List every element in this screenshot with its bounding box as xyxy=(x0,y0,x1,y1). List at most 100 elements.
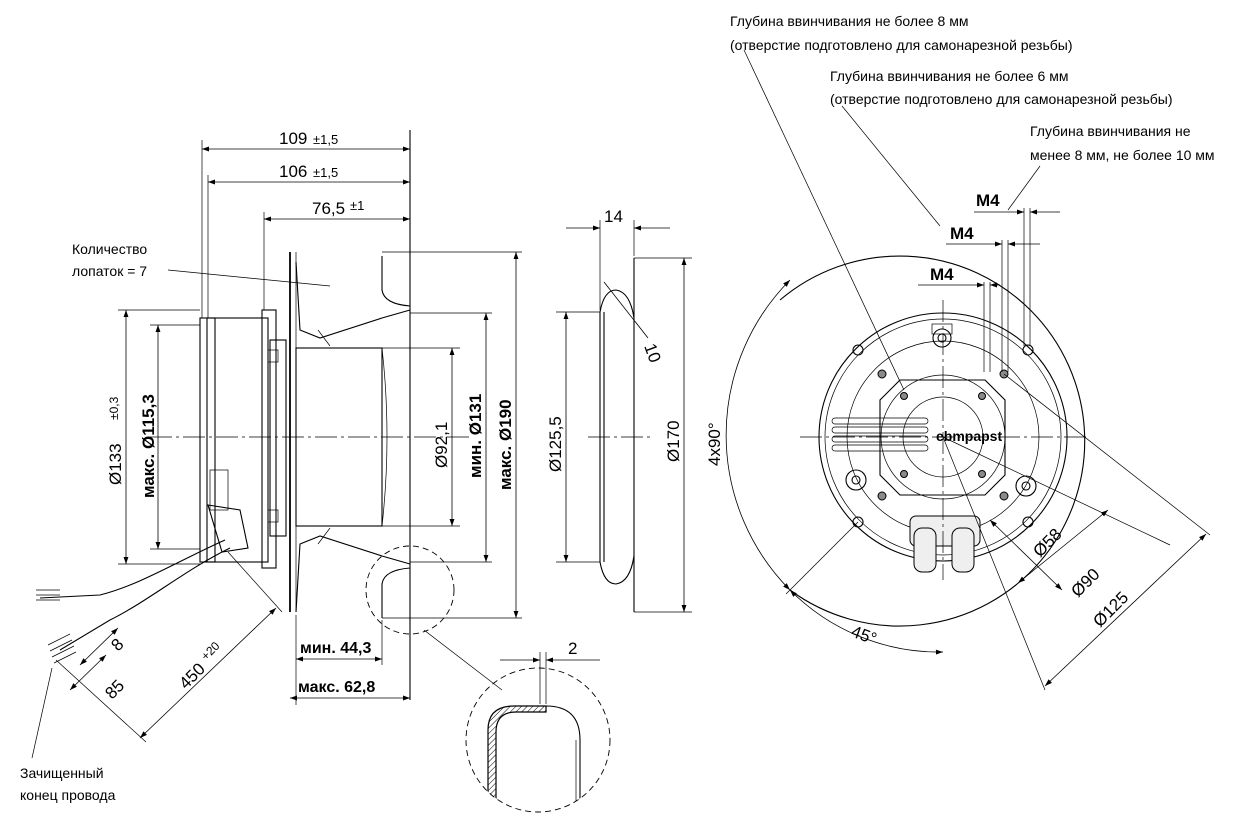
screw-right-inner xyxy=(1021,481,1031,491)
detail-shroud xyxy=(545,705,581,812)
hub-curve xyxy=(381,347,388,527)
wire-5 xyxy=(49,639,73,652)
wire-note-line2: конец провода xyxy=(20,787,116,803)
detail-view: 2 xyxy=(465,639,611,813)
m4-label-b: M4 xyxy=(950,224,974,243)
tol-76: ±1 xyxy=(350,198,364,213)
dim-arc-4x90 xyxy=(725,279,791,591)
screw-left xyxy=(845,469,867,491)
wire-4 xyxy=(47,633,71,646)
motor-housing-ring xyxy=(206,317,216,563)
gland-right xyxy=(951,527,975,573)
dim-85: 85 xyxy=(101,676,128,703)
dim-14: 14 xyxy=(604,207,623,226)
leader-thread-8 xyxy=(743,49,905,391)
dim-8: 8 xyxy=(107,635,127,655)
dim-115: макс. Ø115,3 xyxy=(139,394,158,498)
dim-450: 450 xyxy=(175,659,208,692)
dim-90: Ø90 xyxy=(1067,565,1103,601)
hole-inner-bl xyxy=(900,470,908,478)
angle-45: 45° xyxy=(849,622,880,649)
tol-450: +20 xyxy=(198,639,223,664)
detail-leader xyxy=(423,629,503,691)
dim-62: макс. 62,8 xyxy=(298,679,375,696)
cooling-fins xyxy=(831,417,929,452)
tol-109: ±1,5 xyxy=(313,132,338,147)
hole-inner-tr xyxy=(978,392,986,400)
dim-44: мин. 44,3 xyxy=(300,640,371,657)
dim-109: 109 xyxy=(279,129,307,148)
hub-screw-top xyxy=(267,349,279,363)
hole-inner-tl xyxy=(900,392,908,400)
hole-mid-br xyxy=(999,491,1009,501)
wire-leader xyxy=(31,667,53,759)
blades-note-line2: лопаток = 7 xyxy=(72,263,147,279)
dim-133: Ø133 xyxy=(106,443,125,485)
dim-10: 10 xyxy=(640,341,664,365)
blade-bottom-link xyxy=(317,527,331,545)
detail-view-circle xyxy=(465,667,611,813)
note-thread-10-line2: менее 8 мм, не более 10 мм xyxy=(1030,147,1215,163)
hub-screw-bottom xyxy=(267,509,279,523)
hole-outer-tr xyxy=(1022,344,1034,356)
dim-131: мин. Ø131 xyxy=(466,394,485,478)
note-thread-6-line1: Глубина ввинчивания не более 6 мм xyxy=(830,68,1068,84)
blade-top-tip xyxy=(381,256,411,307)
diag-58 xyxy=(942,436,1171,546)
blade-bottom-tip xyxy=(381,567,411,618)
m4-label-c: M4 xyxy=(930,265,954,284)
blades-note-line1: Количество xyxy=(72,241,147,257)
blade-top-link xyxy=(317,329,331,347)
hole-outer-tl xyxy=(852,344,864,356)
dim-line-450 xyxy=(139,607,277,739)
dim-2: 2 xyxy=(568,639,577,658)
blades-leader xyxy=(167,269,331,287)
blade-top xyxy=(295,261,411,339)
screw-right xyxy=(1015,475,1037,497)
dim-190: макс. Ø190 xyxy=(496,399,515,490)
leader-45 xyxy=(785,521,859,595)
screw-top-boss xyxy=(931,323,953,335)
dim-line-125 xyxy=(1044,533,1207,687)
cable-lower xyxy=(59,547,231,651)
diag-ext xyxy=(1003,373,1211,536)
note-thread-6-line2: (отверстие подготовлено для самонарезной… xyxy=(830,91,1173,107)
side-view: 109 ±1,5 106 ±1,5 76,5 ±1 Ø133 ±0,3 макс… xyxy=(20,129,522,803)
rear-view: ebmpapst Ø58 Ø90 Ø125 4x90° 45° M4 xyxy=(705,49,1211,691)
motor-flange xyxy=(261,309,277,569)
gland-left xyxy=(913,527,937,573)
note-thread-8-line2: (отверстие подготовлено для самонарезной… xyxy=(730,37,1073,53)
dim-line-85 xyxy=(69,654,107,691)
dim-106: 106 xyxy=(279,162,307,181)
inlet-curve-top xyxy=(599,289,635,319)
dim-92: Ø92,1 xyxy=(432,422,451,468)
ext-450-top xyxy=(227,551,283,613)
detail-circle xyxy=(365,545,455,635)
blade-bottom xyxy=(295,535,411,613)
leader-thread-10 xyxy=(1007,165,1041,211)
hole-mid-bl xyxy=(877,491,887,501)
note-thread-10-line1: Глубина ввинчивания не xyxy=(1030,123,1191,139)
impeller-hub xyxy=(295,347,383,527)
motor-housing xyxy=(199,317,269,563)
inlet-curve-bottom xyxy=(599,555,635,585)
cable-gland xyxy=(209,469,229,511)
angle-4x90: 4x90° xyxy=(705,422,724,466)
m4-label-a: M4 xyxy=(976,191,1000,210)
leader-thread-6 xyxy=(841,105,941,227)
dim-58: Ø58 xyxy=(1029,525,1065,561)
notes: Глубина ввинчивания не более 8 мм (отвер… xyxy=(730,13,1215,163)
ext-450-bottom xyxy=(55,659,147,743)
tol-133: ±0,3 xyxy=(107,396,121,420)
rotor-hub xyxy=(269,339,287,537)
hole-outer-bl xyxy=(852,516,864,528)
inner-frame xyxy=(879,379,1006,496)
wire-6 xyxy=(51,645,75,658)
cable-exit-block xyxy=(207,504,249,553)
note-thread-8-line1: Глубина ввинчивания не более 8 мм xyxy=(730,13,968,29)
wire-note-line1: Зачищенный xyxy=(20,765,104,781)
hole-mid-tl xyxy=(877,369,887,379)
brand-logo: ebmpapst xyxy=(936,428,1002,444)
tol-106: ±1,5 xyxy=(313,165,338,180)
